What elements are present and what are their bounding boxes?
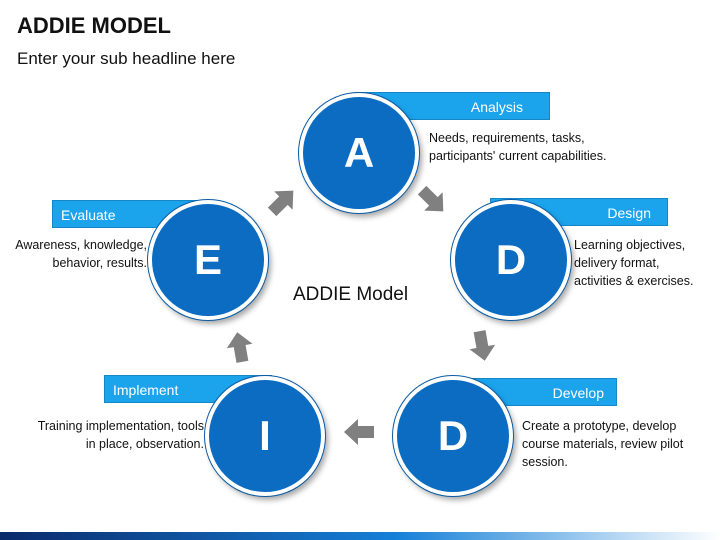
circle-analysis: A	[299, 93, 419, 213]
footer-bar	[0, 532, 720, 540]
desc-design-line: delivery format,	[574, 256, 660, 270]
label-design-text: Design	[607, 205, 651, 221]
desc-develop-line: Create a prototype, develop	[522, 419, 677, 433]
page-title: ADDIE MODEL	[17, 13, 171, 38]
arrow-a-to-d-icon	[417, 185, 444, 212]
desc-analysis: Needs, requirements, tasks, participants…	[429, 129, 606, 165]
desc-develop-line: course materials, review pilot	[522, 437, 684, 451]
desc-design: Learning objectives, delivery format, ac…	[574, 236, 693, 290]
label-analysis-text: Analysis	[470, 99, 523, 115]
arrow-e-to-a-icon	[267, 190, 294, 217]
desc-design-line: activities & exercises.	[574, 274, 694, 288]
circle-implement: I	[205, 376, 325, 496]
label-evaluate-text: Evaluate	[61, 207, 116, 223]
desc-implement-line: in place, observation.	[85, 437, 204, 451]
arrow-i-to-e-icon	[226, 332, 253, 363]
label-implement-text: Implement	[113, 382, 179, 398]
page-subtitle: Enter your sub headline here	[17, 49, 236, 68]
desc-evaluate: Awareness, knowledge, behavior, results.	[5, 236, 147, 272]
label-develop-text: Develop	[552, 385, 604, 401]
desc-design-line: Learning objectives,	[574, 238, 686, 252]
desc-evaluate-line: behavior, results.	[52, 256, 148, 270]
desc-analysis-line: participants' current capabilities.	[429, 149, 607, 163]
desc-implement: Training implementation, tools in place,…	[10, 417, 204, 453]
circle-evaluate: E	[148, 200, 268, 320]
circle-design: D	[451, 200, 571, 320]
desc-analysis-line: Needs, requirements, tasks,	[429, 131, 585, 145]
desc-evaluate-line: Awareness, knowledge,	[15, 238, 147, 252]
desc-develop: Create a prototype, develop course mater…	[522, 417, 683, 471]
arrow-d-to-d-icon	[469, 330, 496, 361]
arrow-d-to-i-icon	[344, 419, 374, 445]
desc-develop-line: session.	[522, 455, 568, 469]
center-label: ADDIE Model	[293, 284, 409, 305]
desc-implement-line: Training implementation, tools	[37, 419, 204, 433]
circle-develop: D	[393, 376, 513, 496]
